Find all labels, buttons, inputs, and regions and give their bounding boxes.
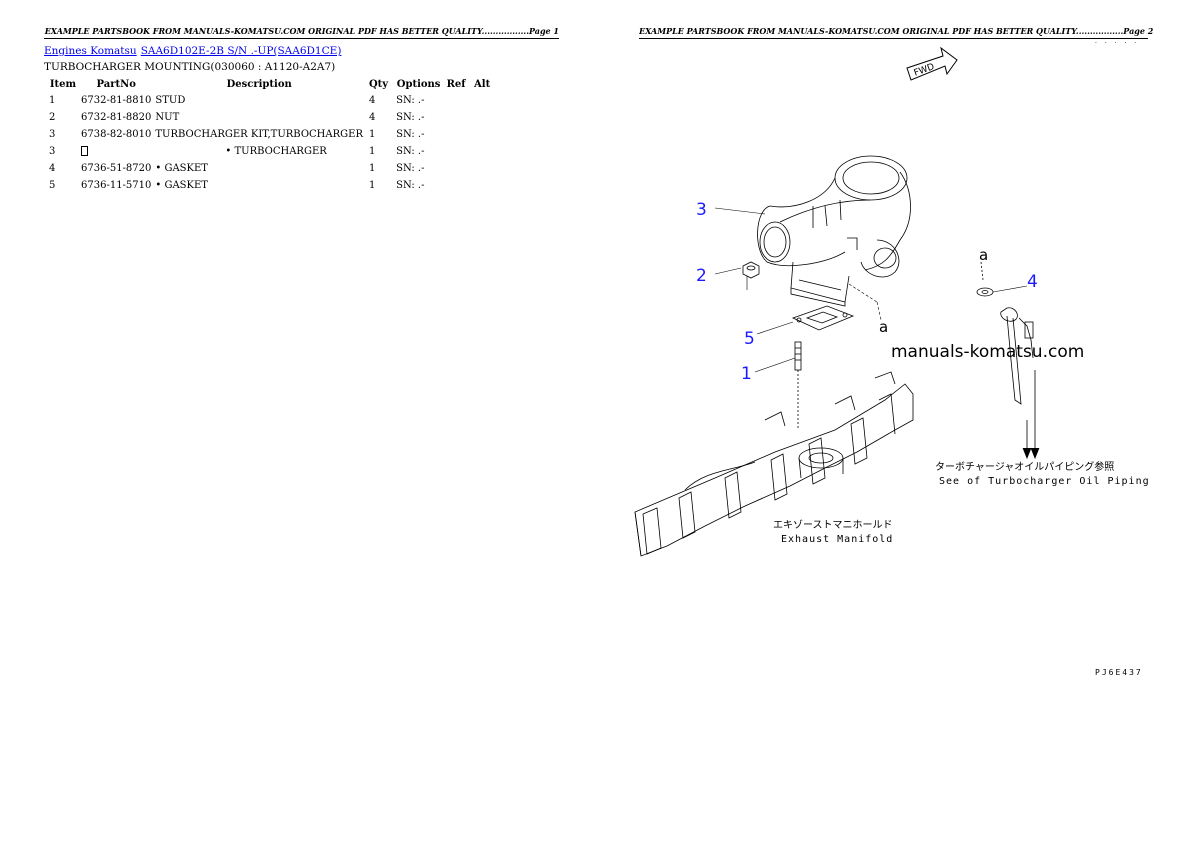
exhaust-manifold-drawing: [634, 371, 914, 557]
callout-1: 1: [741, 364, 752, 384]
cell-options: SN: .-: [396, 163, 425, 174]
cell-item: 4: [49, 163, 56, 174]
stud-drawing: [794, 341, 802, 430]
cell-options: SN: .-: [396, 146, 425, 157]
cell-ref: [443, 177, 469, 194]
callout-4: 4: [1027, 272, 1038, 292]
cell-ref: [443, 109, 469, 126]
cell-qty: 1: [368, 129, 376, 140]
cell-alt: [469, 160, 495, 177]
callout-3: 3: [696, 200, 707, 220]
cell-description: • TURBOCHARGER: [153, 143, 365, 160]
cell-partno: 6736-11-5710: [81, 180, 152, 191]
oil-piping-label-en: See of Turbocharger Oil Piping: [939, 476, 1150, 487]
header-partno: PartNo: [96, 78, 136, 90]
cell-qty: 1: [368, 163, 376, 174]
page-banner: EXAMPLE PARTSBOOK FROM MANUALS-KOMATSU.C…: [44, 26, 559, 39]
table-row: 3 6738-82-8010 TURBOCHARGER KIT,TURBOCHA…: [44, 126, 495, 143]
cell-options: SN: .-: [396, 95, 425, 106]
cell-ref: [443, 126, 469, 143]
nut-drawing: [742, 261, 760, 279]
manifold-label-en: Exhaust Manifold: [781, 534, 894, 545]
missing-glyph-icon: [81, 145, 88, 156]
breadcrumb-link-model[interactable]: SAA6D102E-2B S/N .-UP(SAA6D1CE): [140, 45, 342, 57]
oil-piping-label-jp: ターボチャージャオイルパイピング参照: [935, 462, 1115, 473]
cell-partno: 6738-82-8010: [81, 129, 152, 140]
cell-options: SN: .-: [396, 180, 425, 191]
cell-qty: 1: [368, 146, 376, 157]
exploded-parts-diagram: FWD: [634, 46, 1040, 557]
cell-description: STUD: [155, 95, 186, 106]
cell-item: 3: [49, 146, 56, 157]
cell-partno: 6732-81-8820: [81, 112, 152, 123]
cell-description: TURBOCHARGER KIT,TURBOCHARGER: [155, 129, 363, 140]
cell-alt: [469, 143, 495, 160]
cell-partno: 6736-51-8720: [81, 163, 152, 174]
table-row: 4 6736-51-8720 • GASKET 1 SN: .-: [44, 160, 495, 177]
cell-alt: [469, 109, 495, 126]
cell-item: 2: [49, 112, 56, 123]
table-row: 3 • TURBOCHARGER 1 SN: .-: [44, 143, 495, 160]
table-header-row: Item PartNo Description Qty Options Ref …: [44, 76, 495, 92]
callout-2: 2: [696, 266, 707, 286]
figure-code: PJ6E437: [1095, 668, 1143, 677]
parts-table: Item PartNo Description Qty Options Ref …: [44, 76, 495, 194]
breadcrumb-link-engines[interactable]: Engines Komatsu: [44, 45, 137, 57]
cell-ref: [443, 160, 469, 177]
cell-item: 1: [49, 95, 56, 106]
cell-qty: 1: [368, 180, 376, 191]
cell-alt: [469, 177, 495, 194]
cell-description: NUT: [155, 112, 180, 123]
header-qty: Qty: [368, 78, 389, 90]
table-row: 1 6732-81-8810 STUD 4 SN: .-: [44, 92, 495, 109]
manifold-label-jp: エキゾーストマニホールド: [773, 520, 893, 531]
callout-a-turbo: a: [879, 318, 889, 336]
scan-dots: · · · · ·: [1095, 40, 1140, 47]
page-2: EXAMPLE PARTSBOOK FROM MANUALS-KOMATSU.C…: [595, 0, 1190, 842]
header-item: Item: [49, 78, 77, 90]
cell-options: SN: .-: [396, 129, 425, 140]
section-title: TURBOCHARGER MOUNTING(030060 : A1120-A2A…: [44, 61, 336, 73]
cell-options: SN: .-: [396, 112, 425, 123]
page-1: EXAMPLE PARTSBOOK FROM MANUALS-KOMATSU.C…: [44, 26, 559, 194]
cell-qty: 4: [368, 95, 376, 106]
turbocharger-drawing: [757, 155, 911, 307]
header-ref: Ref: [446, 78, 466, 90]
cell-alt: [469, 92, 495, 109]
cell-item: 5: [49, 180, 56, 191]
cell-partno: 6732-81-8810: [81, 95, 152, 106]
cell-partno: [79, 143, 153, 160]
table-row: 5 6736-11-5710 • GASKET 1 SN: .-: [44, 177, 495, 194]
gasket-drawing: [791, 305, 855, 331]
cell-item: 3: [49, 129, 56, 140]
fwd-arrow-icon: FWD: [906, 46, 958, 81]
callout-5: 5: [744, 329, 755, 349]
table-row: 2 6732-81-8820 NUT 4 SN: .-: [44, 109, 495, 126]
page-banner: EXAMPLE PARTSBOOK FROM MANUALS-KOMATSU.C…: [639, 26, 1153, 39]
leader-lines: [714, 207, 1028, 373]
header-options: Options: [396, 78, 441, 90]
cell-description: • GASKET: [155, 180, 208, 191]
callout-a-pipe: a: [979, 246, 989, 264]
cell-description: • GASKET: [155, 163, 208, 174]
cell-description-text: • TURBOCHARGER: [225, 146, 327, 157]
header-description: Description: [226, 78, 292, 90]
header-alt: Alt: [474, 78, 491, 90]
cell-ref: [443, 92, 469, 109]
watermark: manuals-komatsu.com: [891, 342, 1085, 362]
cell-alt: [469, 126, 495, 143]
cell-ref: [443, 143, 469, 160]
cell-qty: 4: [368, 112, 376, 123]
